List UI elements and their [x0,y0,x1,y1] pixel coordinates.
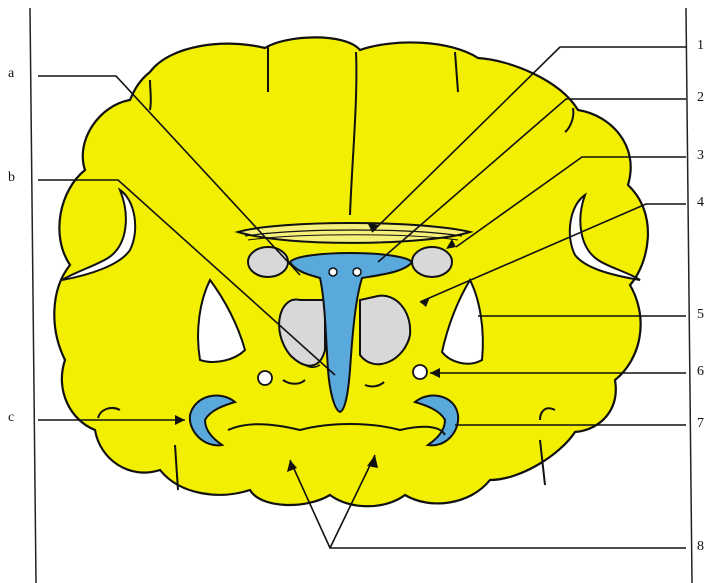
label-7: 7 [697,417,704,431]
label-b: b [8,171,15,185]
left-caudate-nucleus [248,247,288,277]
label-5: 5 [697,308,704,322]
label-8: 8 [697,540,704,554]
foramen [329,268,337,276]
left-frame-line [30,8,36,583]
right-small-nucleus [413,365,427,379]
label-4: 4 [697,196,704,210]
left-small-nucleus [258,371,272,385]
right-frame-line [686,8,692,583]
sulcus [150,80,151,110]
label-1: 1 [697,39,704,53]
label-a: a [8,67,14,81]
right-caudate-nucleus [412,247,452,277]
label-2: 2 [697,91,704,105]
label-3: 3 [697,149,704,163]
label-6: 6 [697,365,704,379]
label-c: c [8,411,14,425]
foramen [353,268,361,276]
